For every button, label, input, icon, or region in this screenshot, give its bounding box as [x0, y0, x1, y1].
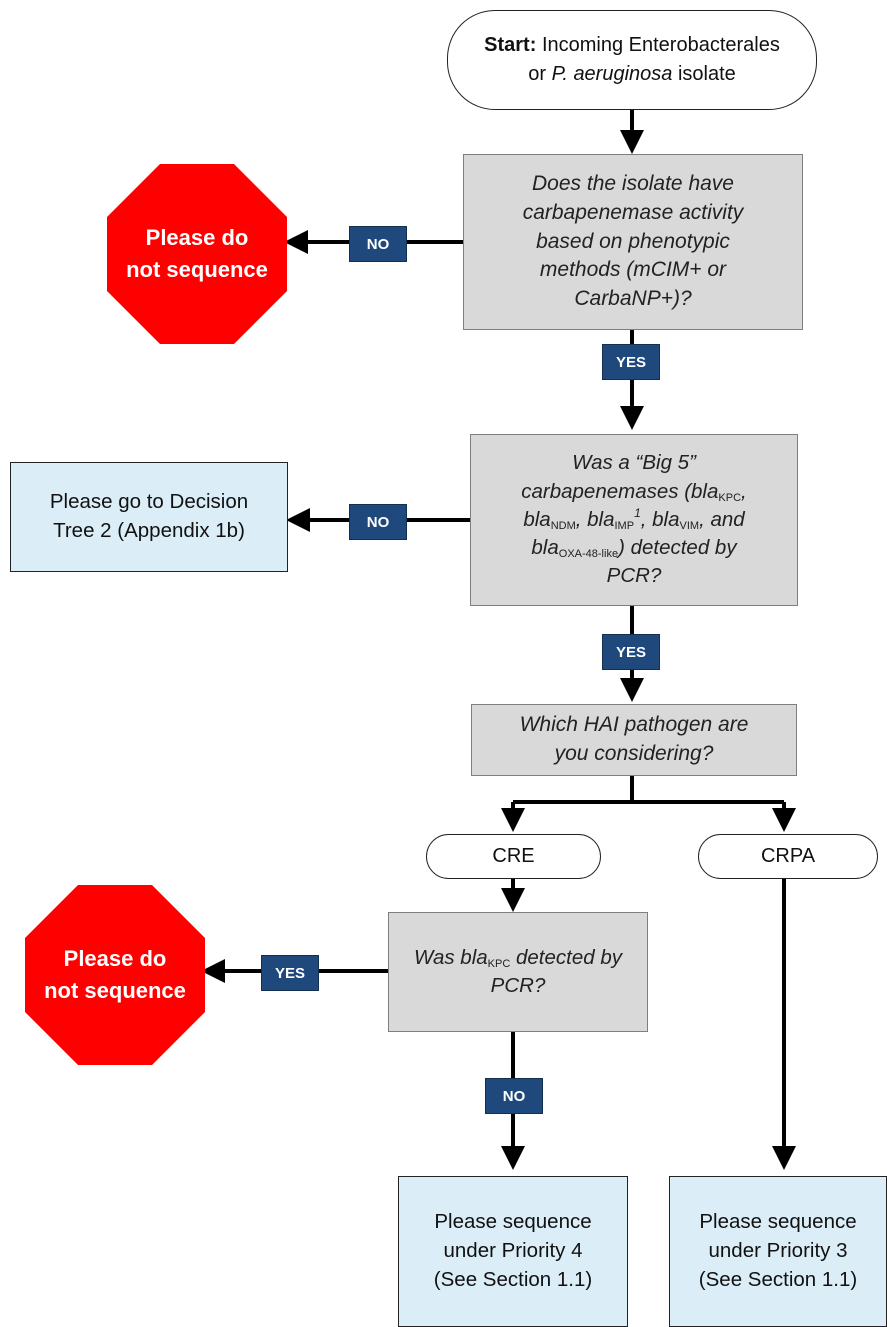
q4-line2: PCR?: [490, 974, 546, 997]
act3-line: under Priority 3: [708, 1239, 848, 1263]
question-hai-pathogen: Which HAI pathogen are you considering?: [471, 704, 797, 776]
q2-line2: carbapenemases (blaKPC,: [521, 479, 747, 504]
act3-line: Please sequence: [699, 1210, 857, 1234]
stop-sign-1: Please do not sequence: [107, 164, 287, 344]
q4-line1: Was blaKPC detected by: [413, 945, 622, 970]
start-label: Start:: [484, 34, 537, 56]
terminal-cre: CRE: [426, 834, 601, 879]
octagon-icon: [25, 885, 205, 1065]
q1-line: carbapenemase activity: [522, 200, 744, 224]
yes-badge-1: YES: [602, 344, 660, 380]
q2-line3: blaNDM, blaIMP1, blaVIM, and: [523, 505, 745, 532]
stop-sign-2: Please do not sequence: [25, 885, 205, 1065]
q1-line: based on phenotypic: [536, 229, 730, 253]
question-kpc-detected: Was blaKPC detected by PCR?: [388, 912, 648, 1032]
q1-line: CarbaNP+)?: [574, 287, 692, 311]
question-big5-carbapenemase: Was a “Big 5” carbapenemases (blaKPC, bl…: [470, 434, 798, 606]
action-go-to-decision-tree-2: Please go to Decision Tree 2 (Appendix 1…: [10, 462, 288, 572]
no-badge-3: NO: [485, 1078, 543, 1114]
start-text-line1: Incoming Enterobacterales: [541, 34, 780, 56]
start-text-isolate: isolate: [677, 63, 736, 85]
stop1-line2: not sequence: [126, 257, 268, 282]
no-badge-2: NO: [349, 504, 407, 540]
yes-badge-2: YES: [602, 634, 660, 670]
q2-line1: Was a “Big 5”: [572, 451, 696, 475]
q2-line5: PCR?: [606, 564, 662, 588]
stop1-line1: Please do: [145, 225, 249, 251]
question-carbapenemase-activity: Does the isolate have carbapenemase acti…: [463, 154, 803, 330]
act2-line: (See Section 1.1): [433, 1267, 593, 1291]
act1-line2: Tree 2 (Appendix 1b): [53, 519, 245, 542]
terminal-crpa: CRPA: [698, 834, 878, 879]
stop2-line2: not sequence: [44, 978, 186, 1003]
start-node: Start: Incoming Enterobacterales or P. a…: [447, 10, 817, 110]
action-sequence-priority-3: Please sequence under Priority 3 (See Se…: [669, 1176, 887, 1327]
q3-line: you considering?: [554, 742, 714, 765]
stop2-line1: Please do: [63, 946, 167, 972]
act3-line: (See Section 1.1): [698, 1267, 858, 1291]
q1-line: methods (mCIM+ or: [539, 258, 727, 282]
stop-sign-2-text: Please do not sequence: [25, 885, 205, 1065]
q1-line: Does the isolate have: [532, 171, 734, 195]
act2-line: under Priority 4: [443, 1239, 583, 1263]
stop-sign-1-text: Please do not sequence: [107, 164, 287, 344]
act1-line1: Please go to Decision: [49, 490, 249, 514]
yes-badge-3: YES: [261, 955, 319, 991]
q3-line: Which HAI pathogen are: [519, 713, 749, 737]
act2-line: Please sequence: [434, 1210, 592, 1234]
no-badge-1: NO: [349, 226, 407, 262]
action-sequence-priority-4: Please sequence under Priority 4 (See Se…: [398, 1176, 628, 1327]
q2-line4: blaOXA-48-like) detected by: [531, 536, 737, 561]
start-text-species: P. aeruginosa: [551, 63, 673, 85]
octagon-icon: [107, 164, 287, 344]
start-text-or: or: [528, 63, 546, 85]
